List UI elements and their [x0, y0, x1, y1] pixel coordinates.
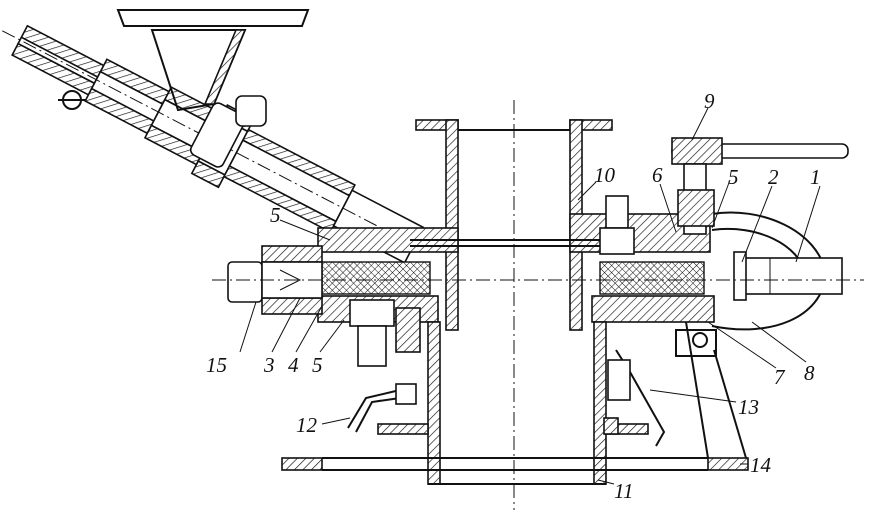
- spring-clip: [603, 349, 666, 447]
- label-12: 12: [296, 413, 318, 437]
- label-1: 1: [810, 165, 821, 189]
- housing: [317, 213, 715, 323]
- label-5-right: 5: [728, 165, 739, 189]
- label-14: 14: [750, 453, 772, 477]
- nozzle-handle: [58, 90, 86, 110]
- right-clamp: [711, 211, 843, 331]
- label-11: 11: [614, 479, 633, 503]
- label-15: 15: [206, 353, 227, 377]
- base-plate: [281, 457, 749, 471]
- support-legs: [675, 321, 747, 459]
- label-9: 9: [704, 89, 715, 113]
- lever: [671, 137, 849, 235]
- label-10: 10: [594, 163, 616, 187]
- label-3: 3: [263, 353, 275, 377]
- lower-bolt: [349, 299, 421, 367]
- label-4: 4: [288, 353, 299, 377]
- label-13: 13: [738, 395, 759, 419]
- label-2: 2: [768, 165, 779, 189]
- label-6: 6: [652, 163, 663, 187]
- label-5-left-bottom: 5: [312, 353, 323, 377]
- label-7: 7: [774, 365, 786, 389]
- label-8: 8: [804, 361, 815, 385]
- nozzle-nut: [189, 95, 267, 168]
- lower-pipe: [377, 321, 649, 485]
- top-pipe-fragment: [116, 9, 310, 27]
- igniter: [347, 383, 417, 433]
- top-bolt: [599, 195, 635, 255]
- leader-lines: [239, 107, 821, 485]
- label-5-left-top: 5: [270, 203, 281, 227]
